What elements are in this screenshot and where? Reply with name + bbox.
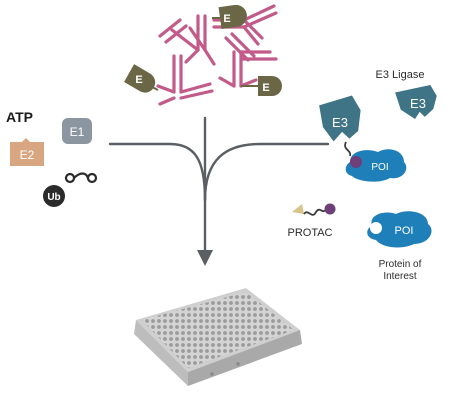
protein-of-label: Protein of (379, 259, 422, 270)
e2-label: E2 (20, 148, 35, 162)
antibody-4 (218, 50, 278, 88)
atp-label: ATP (6, 109, 33, 125)
ub-chain-icon (64, 172, 98, 184)
poi-bound-label: POI (371, 162, 388, 173)
microplate (134, 288, 302, 386)
ub-label: Ub (47, 192, 60, 203)
poi-bound: POI (345, 149, 407, 182)
e3-bound-label: E3 (332, 115, 348, 130)
protac-label: PROTAC (287, 227, 332, 239)
e1-enzyme: E1 (62, 118, 92, 144)
e3-free-label: E3 (410, 96, 426, 111)
protac-molecule (292, 203, 336, 216)
e-tag-label: E (135, 74, 142, 86)
antibody-cluster (156, 4, 278, 106)
arrow-head (197, 250, 213, 266)
ubiquitin: Ub (43, 172, 98, 207)
e2-enzyme: E2 (10, 138, 44, 166)
e1-label: E1 (70, 125, 85, 139)
e3-ligase-free: E3 (395, 85, 437, 119)
converging-arrows (108, 116, 330, 252)
e3-ligase-label: E3 Ligase (376, 69, 425, 81)
e-tag-label: E (262, 82, 269, 94)
antibody-2 (156, 54, 214, 106)
protein-of-interest: POI (367, 211, 432, 248)
e-tag-left: E (124, 64, 159, 93)
e-tag-right: E (241, 76, 282, 96)
e-tag-top: E (212, 4, 247, 30)
poi-label: POI (395, 225, 414, 237)
interest-label: Interest (383, 271, 417, 282)
e-tag-label: E (223, 13, 230, 25)
antibody-1 (158, 14, 216, 66)
ternary-complex: E3 POI (319, 95, 407, 182)
